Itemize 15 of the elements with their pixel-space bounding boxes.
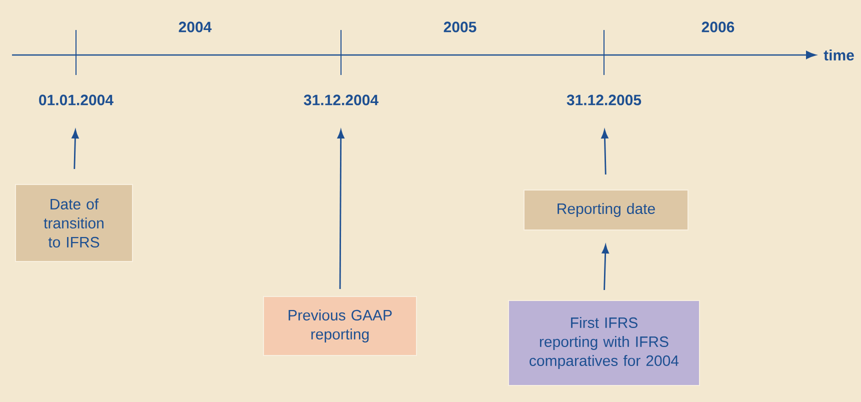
text-box: Date of transition to IFRS	[15, 184, 133, 262]
text-box: Previous GAAP reporting	[263, 296, 417, 356]
year-label: 2005	[444, 22, 476, 32]
year-label: 2006	[702, 22, 734, 32]
date-label: 31.12.2004	[304, 94, 378, 106]
text-box: Reporting date	[524, 190, 688, 230]
arrow	[337, 130, 344, 289]
arrow	[601, 130, 608, 175]
arrow	[602, 244, 609, 290]
text-box: First IFRS reporting with IFRS comparatives for 2004	[508, 300, 700, 386]
arrow	[72, 130, 79, 170]
year-label: 2004	[178, 22, 212, 32]
date-label: 31.12.2005	[566, 94, 642, 106]
axis-label: time	[824, 50, 854, 60]
date-label: 01.01.2004	[39, 94, 114, 106]
